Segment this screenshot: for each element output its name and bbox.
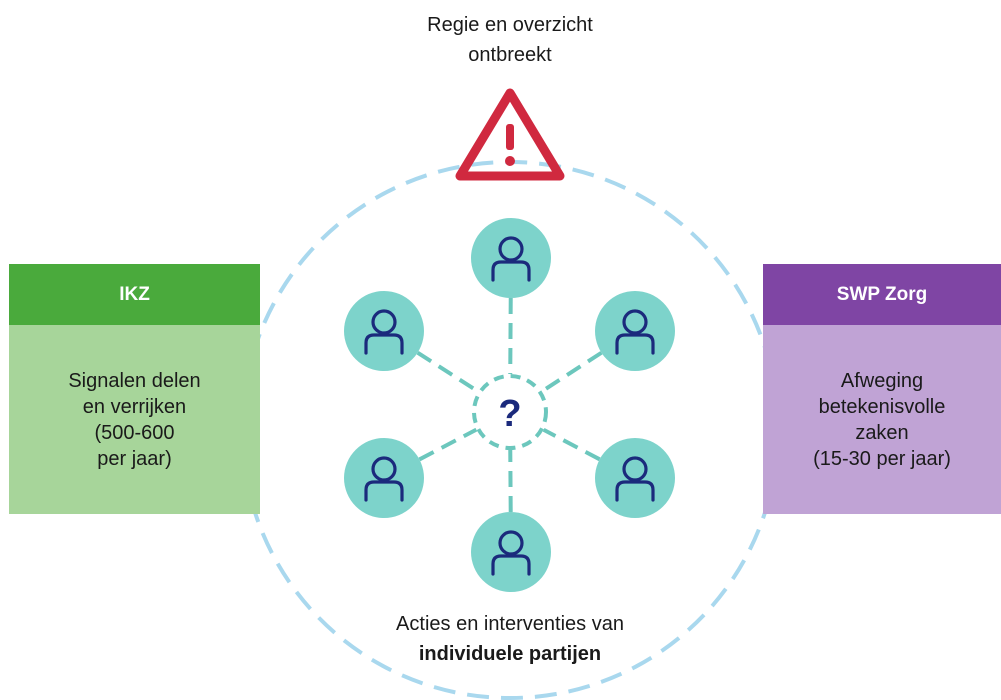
top-label-line: ontbreekt <box>468 44 552 66</box>
connector-line <box>540 351 603 394</box>
person-icon <box>491 236 531 282</box>
person-icon <box>615 456 655 502</box>
connector-line <box>542 427 601 462</box>
person-node <box>595 291 675 371</box>
ikz-box: IKZ Signalen delen en verrijken (500-600… <box>9 264 260 514</box>
person-icon <box>491 530 531 576</box>
top-label: Regie en overzicht ontbreekt <box>380 10 640 70</box>
top-label-line: Regie en overzicht <box>427 14 593 36</box>
person-node <box>471 512 551 592</box>
person-nodes <box>344 218 675 592</box>
warning-triangle-icon <box>455 88 565 181</box>
person-icon <box>364 309 404 355</box>
connectors <box>416 297 603 513</box>
center-dashed-ring <box>472 374 548 450</box>
person-icon <box>615 309 655 355</box>
ikz-line: en verrijken <box>82 395 187 418</box>
person-node <box>471 218 551 298</box>
ikz-title: IKZ <box>9 264 260 325</box>
person-icon <box>364 456 404 502</box>
question-mark: ? <box>498 393 521 435</box>
swp-zorg-description: Afweging betekenisvolle zaken (15-30 per… <box>763 325 1001 514</box>
swp-line: betekenisvolle <box>818 395 946 418</box>
ikz-line: (500-600 <box>94 421 175 444</box>
person-node <box>595 438 675 518</box>
bottom-label-line1: Acties en interventies van <box>396 613 624 635</box>
swp-line: Afweging <box>840 369 924 392</box>
connector-line <box>418 427 478 462</box>
person-node <box>344 291 424 371</box>
swp-zorg-box: SWP Zorg Afweging betekenisvolle zaken (… <box>763 264 1001 514</box>
person-node <box>344 438 424 518</box>
connector-line <box>416 350 480 394</box>
swp-line: (15-30 per jaar) <box>813 447 951 470</box>
swp-zorg-title: SWP Zorg <box>763 264 1001 325</box>
center-hub: ? <box>472 374 548 450</box>
bottom-label-line2: individuele partijen <box>418 643 602 665</box>
ikz-line: Signalen delen <box>68 369 201 392</box>
ikz-line: per jaar) <box>97 447 172 470</box>
ikz-description: Signalen delen en verrijken (500-600 per… <box>9 325 260 514</box>
swp-line: zaken <box>855 421 909 444</box>
bottom-label: Acties en interventies van individuele p… <box>330 609 690 669</box>
